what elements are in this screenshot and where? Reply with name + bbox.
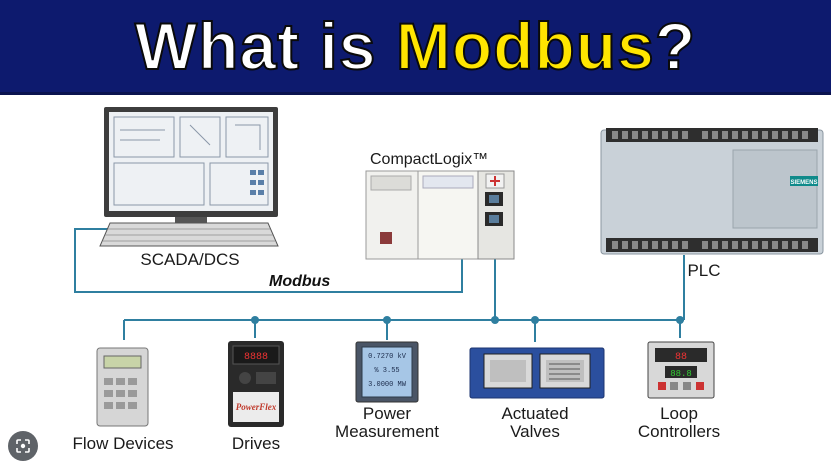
label-actuated-line1: Actuated [475,405,595,423]
svg-text:8888: 8888 [244,352,268,363]
drive-icon: 8888 PowerFlex [228,341,284,427]
plc-right-panel [733,150,817,228]
monitor-stand [175,217,207,223]
label-loop-line1: Loop [619,405,739,423]
compactlogix-controller [366,171,514,259]
node-power [383,316,391,324]
monitor-screen [109,112,273,211]
power-readout-1: 0.7270 kV [368,353,407,361]
node-valves [531,316,539,324]
label-loop-line2: Controllers [619,423,739,441]
siemens-plc: SIEMENS [601,128,823,254]
drive-brand-text: PowerFlex [236,402,277,412]
label-actuated-line2: Valves [475,423,595,441]
node-drives [251,316,259,324]
power-readout-2: % 3.55 [374,367,399,375]
label-loop-controllers: Loop Controllers [619,405,739,441]
node-plc [491,316,499,324]
label-actuated-valves: Actuated Valves [475,405,595,441]
loop-controller-icon: 88 88.8 [648,342,714,398]
lens-search-icon[interactable] [8,431,38,461]
keyboard [100,223,278,246]
power-meter-icon: 0.7270 kV % 3.55 3.0000 MW [356,342,418,402]
loop-display-2: 88.8 [670,369,692,379]
loop-display-1: 88 [675,352,687,363]
label-power-measurement: Power Measurement [317,405,457,441]
label-scada-dcs: SCADA/DCS [110,251,270,269]
label-compactlogix: CompactLogix™ [370,151,530,169]
label-modbus: Modbus [269,273,330,291]
node-loop [676,316,684,324]
label-power-line2: Measurement [317,423,457,441]
label-plc: PLC [664,262,744,280]
scada-workstation [100,107,278,246]
actuated-valve-icon [470,348,604,398]
label-power-line1: Power [317,405,457,423]
flow-device-icon [97,348,148,426]
label-flow-devices: Flow Devices [58,435,188,453]
label-drives: Drives [216,435,296,453]
plc-brand-text: SIEMENS [790,180,817,186]
power-readout-3: 3.0000 MW [368,381,407,389]
